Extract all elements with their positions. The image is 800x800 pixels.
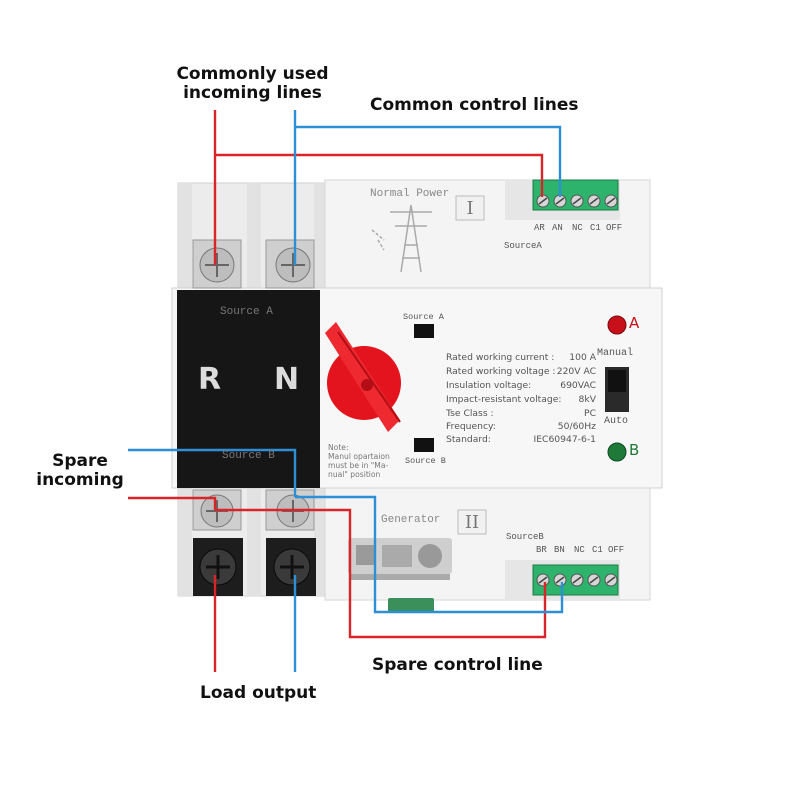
label-spare-control: Spare control line <box>372 655 543 675</box>
window-source-b-label: Source B <box>405 456 446 466</box>
spec-label: Insulation voltage: <box>446 380 532 391</box>
terminal-label: C1 <box>590 223 601 233</box>
terminal-label: OFF <box>606 223 623 233</box>
selector-knob[interactable] <box>325 322 401 432</box>
label-spare-incoming: Spare incoming <box>30 452 130 490</box>
terminal-screw-slot-icon <box>538 576 548 584</box>
spec-row: Frequency: 50/60Hz <box>446 421 596 432</box>
terminal-label: AN <box>552 223 563 233</box>
window-source-a-label: Source A <box>403 312 444 322</box>
note-line: nual" position <box>328 470 381 479</box>
normal-power-label: Normal Power <box>370 188 450 200</box>
roman-top: I <box>466 198 474 219</box>
screw-slot-icon <box>205 253 229 277</box>
terminal-screw-slot-icon <box>555 197 565 205</box>
terminal-screw-slot-icon <box>572 576 582 584</box>
terminal-label: OFF <box>608 545 625 555</box>
source-a-label: SourceA <box>504 241 542 251</box>
terminal-label: NC <box>572 223 583 233</box>
letter-r: R <box>198 362 222 397</box>
label-common-incoming: Commonly used incoming lines <box>160 65 345 103</box>
terminal-screw-slot-icon <box>589 197 599 205</box>
note-line: must be in "Ma- <box>328 461 389 470</box>
spec-row: Insulation voltage: 690VAC <box>446 380 596 391</box>
operation-note: Note: Manul opartaion must be in "Ma- nu… <box>328 443 390 479</box>
window-source-b <box>414 438 434 452</box>
spec-label: Frequency: <box>446 421 496 432</box>
label-common-control: Common control lines <box>370 95 579 115</box>
roman-box-top <box>455 195 485 221</box>
wire-spare-red <box>128 496 547 639</box>
black-source-a-label: Source A <box>220 306 273 318</box>
letter-n: N <box>274 362 300 397</box>
spec-label: Rated working current : <box>446 352 555 363</box>
wire-common-red <box>213 110 544 265</box>
roman-bottom: II <box>464 512 480 533</box>
spec-row: Rated working current : 100 A <box>446 352 596 363</box>
label-line: Commonly used <box>176 64 329 84</box>
spec-value: 100 A <box>569 352 596 363</box>
screw-slot-icon <box>280 555 304 579</box>
lamp-b-icon <box>607 442 627 462</box>
label-line: incoming <box>36 470 124 490</box>
label-line: Spare <box>52 451 108 471</box>
spec-value: 220V AC <box>556 366 596 377</box>
terminal-screw-slot-icon <box>589 576 599 584</box>
note-line: Note: <box>328 443 349 452</box>
terminal-label: AR <box>534 223 545 233</box>
generator-label: Generator <box>381 514 441 526</box>
screw-slot-icon <box>206 555 230 579</box>
spec-value: PC <box>584 408 596 419</box>
indicator-b-label: B <box>629 441 640 459</box>
note-line: Manul opartaion <box>328 452 390 461</box>
wiring <box>128 110 564 672</box>
terminal-screw-slot-icon <box>538 197 548 205</box>
screw-slot-icon <box>281 253 305 277</box>
label-line: incoming lines <box>183 83 322 103</box>
black-source-b-label: Source B <box>222 450 275 462</box>
terminal-label: BR <box>536 545 547 555</box>
spec-value: 8kV <box>578 394 596 405</box>
roman-box-bottom <box>457 509 487 535</box>
terminal-screw-slot-icon <box>572 197 582 205</box>
top-control-terminal-block <box>532 179 619 211</box>
spec-row: Rated working voltage :220V AC <box>446 366 596 377</box>
spec-label: Rated working voltage : <box>446 366 556 377</box>
manual-label: Manual <box>597 348 634 359</box>
auto-label: Auto <box>604 416 629 427</box>
spec-row: Standard: IEC60947-6-1 <box>446 434 596 445</box>
spec-row: Impact-resistant voltage: 8kV <box>446 394 596 405</box>
spec-label: Tse Class : <box>446 408 494 419</box>
terminal-label: BN <box>554 545 565 555</box>
terminal-screw-slot-icon <box>606 576 616 584</box>
spec-label: Impact-resistant voltage: <box>446 394 562 405</box>
din-clip <box>388 598 434 612</box>
spec-value: IEC60947-6-1 <box>533 434 596 445</box>
spec-value: 690VAC <box>560 380 596 391</box>
mode-switch-knob[interactable] <box>608 370 626 392</box>
transmission-tower-icon <box>371 204 432 273</box>
source-b-label: SourceB <box>506 532 544 542</box>
terminal-screw-slot-icon <box>555 576 565 584</box>
terminal-screw-slot-icon <box>606 197 616 205</box>
label-load-output: Load output <box>200 683 317 703</box>
generator-icon <box>348 538 452 580</box>
spec-label: Standard: <box>446 434 491 445</box>
wire-common-blue <box>293 110 562 265</box>
spec-value: 50/60Hz <box>557 421 596 432</box>
spec-row: Tse Class : PC <box>446 408 596 419</box>
lamp-a-icon <box>607 315 627 335</box>
terminal-label: C1 <box>592 545 603 555</box>
indicator-a-label: A <box>629 314 640 332</box>
terminal-label: NC <box>574 545 585 555</box>
wire-spare-blue <box>128 448 564 614</box>
window-source-a <box>414 324 434 338</box>
